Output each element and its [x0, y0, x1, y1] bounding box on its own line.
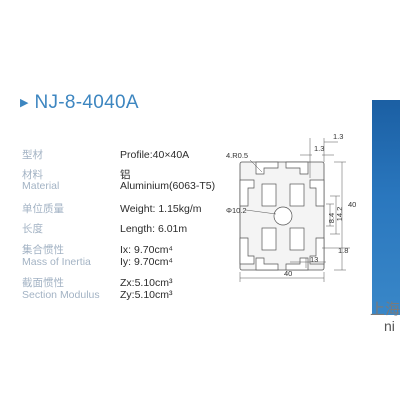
modulus-label-cn: 截面惯性: [22, 277, 64, 289]
cavity-top-left: [261, 183, 277, 207]
length-label: 长度: [22, 223, 43, 235]
dim-40-side: 40: [348, 200, 356, 209]
material-label-en: Material: [22, 180, 60, 192]
cavity-top-right: [289, 183, 305, 207]
center-bore: [273, 206, 293, 226]
slot-right-bottom: [309, 237, 325, 265]
length-value: Length: 6.01m: [120, 223, 188, 235]
weight-value: Weight: 1.15kg/m: [120, 203, 202, 215]
dim-8-4: 8.4: [327, 213, 336, 223]
dim-40-bottom: 40: [284, 269, 292, 278]
radius-label: 4.R0.5: [226, 151, 248, 160]
slot-left-top: [239, 179, 255, 207]
slot-bottom-left: [255, 257, 279, 271]
weight-label: 单位质量: [22, 203, 64, 215]
cavity-bottom-right: [289, 227, 305, 251]
material-value-cn: 铝: [120, 169, 131, 181]
side-text-fragment: ni: [384, 318, 395, 334]
modulus-zy-value: Zy:5.10cm³: [120, 289, 173, 301]
inertia-label-cn: 集合惯性: [22, 244, 64, 256]
product-title-row: ▶ NJ-8-4040A: [20, 92, 139, 114]
dim-top-1: 1.3: [333, 132, 343, 141]
material-label-cn: 材料: [22, 169, 43, 181]
cavity-bottom-left: [261, 227, 277, 251]
profile-label: 型材: [22, 149, 43, 161]
inertia-iy-value: Iy: 9.70cm⁴: [120, 256, 173, 268]
profile-cross-section-drawing: 4.R0.5 1.3 1.3 Φ10.2 40 1.8 13 40 8.4 14…: [226, 132, 356, 282]
side-text-city: 上海: [370, 301, 400, 318]
slot-left-bottom: [239, 237, 255, 265]
slot-top-left: [255, 161, 279, 175]
dim-13: 13: [310, 255, 318, 264]
side-banner: [372, 100, 400, 315]
profile-value: Profile:40×40A: [120, 149, 190, 161]
inertia-ix-value: Ix: 9.70cm⁴: [120, 244, 173, 256]
product-title: NJ-8-4040A: [34, 92, 139, 113]
modulus-zx-value: Zx:5.10cm³: [120, 277, 173, 289]
inertia-label-en: Mass of Inertia: [22, 256, 91, 268]
bullet-arrow-icon: ▶: [20, 96, 29, 109]
dim-14-2: 14.2: [335, 207, 344, 222]
dim-diameter: Φ10.2: [226, 206, 247, 215]
slot-top-right: [285, 161, 309, 175]
slot-bottom-right: [285, 257, 309, 271]
modulus-label-en: Section Modulus: [22, 289, 100, 301]
dim-top-2: 1.3: [314, 144, 324, 153]
material-value: Aluminium(6063-T5): [120, 180, 216, 192]
dim-1-8: 1.8: [338, 246, 348, 255]
slot-right-top: [309, 179, 325, 207]
